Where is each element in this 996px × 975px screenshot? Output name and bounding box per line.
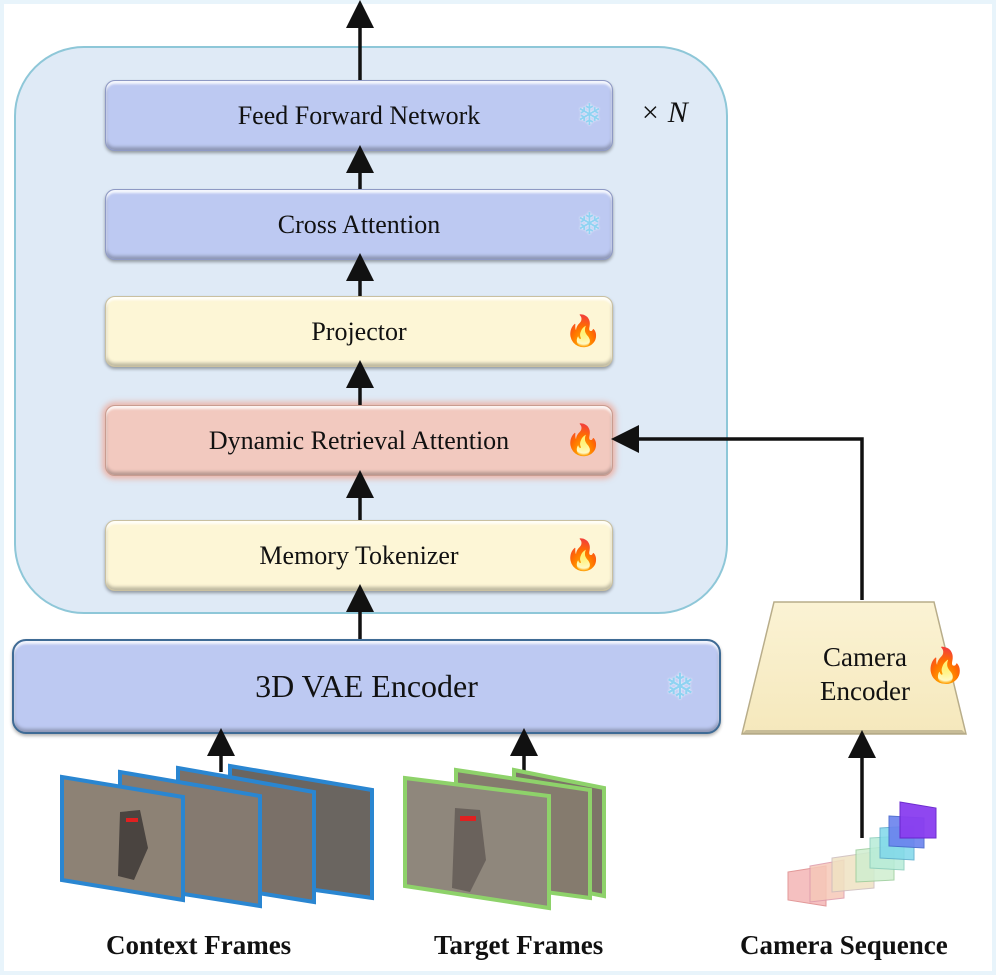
cross-attention-block: Cross Attention ❄ <box>105 189 613 260</box>
camera-sequence <box>787 801 937 907</box>
fire-icon: 🔥 <box>564 538 602 572</box>
block-label: Dynamic Retrieval Attention <box>208 425 510 455</box>
block-label: Projector <box>311 316 407 346</box>
camera-encoder-line2: Encoder <box>820 676 910 706</box>
snowflake-icon: ❄ <box>576 98 602 132</box>
block-label: Memory Tokenizer <box>259 540 459 570</box>
fire-icon: 🔥 <box>564 423 602 457</box>
camera-encoder-line1: Camera <box>823 642 907 672</box>
dynamic-retrieval-attention-block: Dynamic Retrieval Attention 🔥 <box>105 405 613 476</box>
character-silhouette <box>118 810 148 880</box>
3d-vae-encoder-block: 3D VAE Encoder ❄ <box>12 639 721 734</box>
camera-frustum <box>899 801 937 839</box>
context-frames-stack <box>60 763 374 909</box>
character-visor <box>126 818 138 822</box>
block-label: 3D VAE Encoder <box>255 668 478 704</box>
repeat-n-label: × N <box>640 96 688 129</box>
snowflake-icon: ❄ <box>576 207 602 241</box>
projector-block: Projector 🔥 <box>105 296 613 367</box>
camera-sequence-label: Camera Sequence <box>740 930 948 960</box>
memory-tokenizer-block: Memory Tokenizer 🔥 <box>105 520 613 591</box>
context-frames-label: Context Frames <box>106 930 292 960</box>
character-visor <box>460 816 476 821</box>
camera-encoder-label: Camera Encoder <box>790 640 940 708</box>
fire-icon: 🔥 <box>924 648 967 685</box>
target-frames-stack <box>403 767 606 911</box>
block-label: Feed Forward Network <box>237 100 481 130</box>
fire-icon: 🔥 <box>564 314 602 348</box>
block-label: Cross Attention <box>277 209 441 239</box>
snowflake-icon: ❄ <box>664 666 695 707</box>
target-frames-label: Target Frames <box>434 930 604 960</box>
arrow-camenc-to-dra <box>611 425 864 600</box>
character-silhouette <box>452 808 486 892</box>
